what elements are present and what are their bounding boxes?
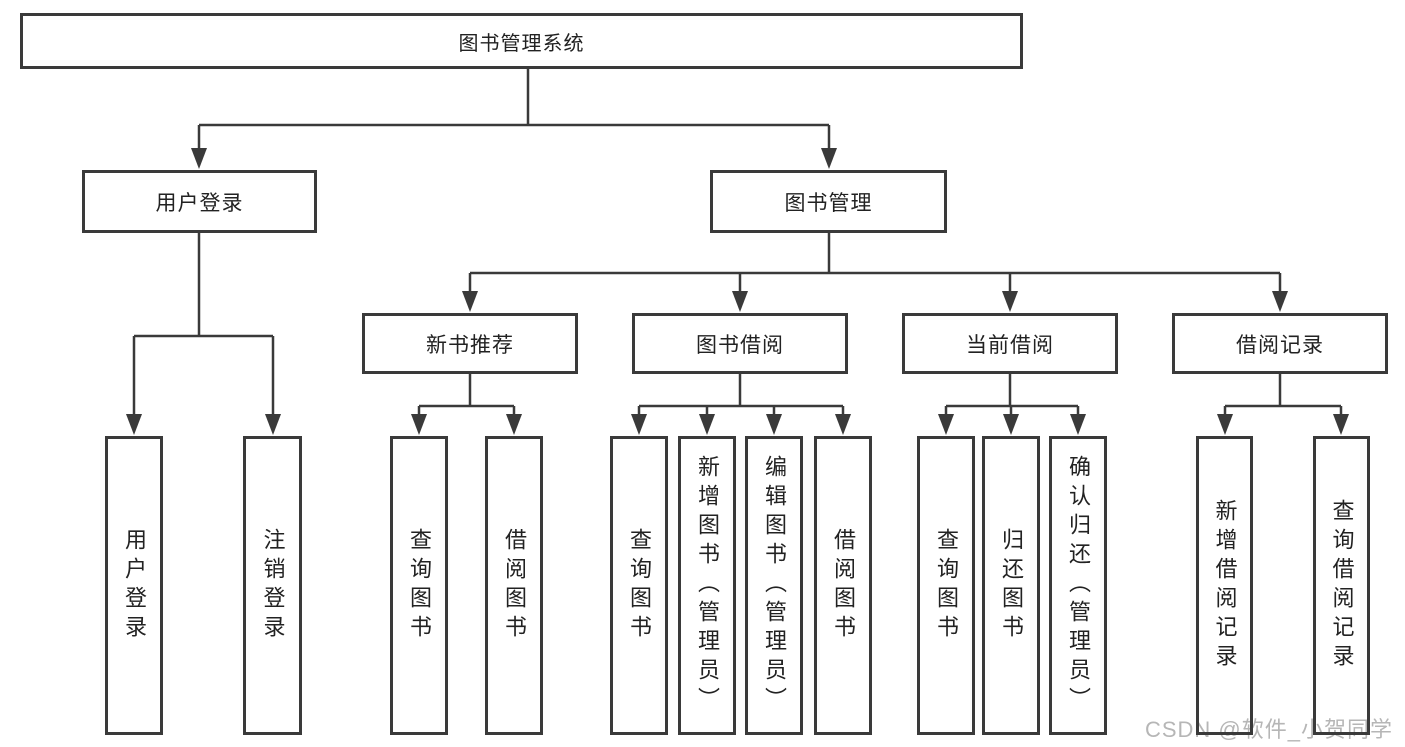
leaf-query-book-recommend: 查询图书 bbox=[390, 436, 448, 735]
leaf-logout: 注销登录 bbox=[243, 436, 302, 735]
leaf-query-borrow-record-label: 查询借阅记录 bbox=[1329, 498, 1355, 673]
leaf-return-book-label: 归还图书 bbox=[999, 527, 1024, 644]
node-book-management: 图书管理 bbox=[710, 170, 947, 233]
leaf-user-login-label: 用户登录 bbox=[122, 527, 147, 644]
leaf-edit-book-admin: 编辑图书（管理员） bbox=[745, 436, 803, 735]
connector-lines bbox=[132, 69, 1343, 418]
leaf-borrow-book-label: 借阅图书 bbox=[831, 527, 856, 644]
leaf-user-login: 用户登录 bbox=[105, 436, 163, 735]
leaf-query-book-borrowing: 查询图书 bbox=[610, 436, 668, 735]
node-book-borrowing: 图书借阅 bbox=[632, 313, 848, 374]
leaf-confirm-return-admin-label: 确认归还（管理员） bbox=[1066, 455, 1091, 716]
node-root-system: 图书管理系统 bbox=[20, 13, 1023, 69]
leaf-add-book-admin: 新增图书（管理员） bbox=[678, 436, 736, 735]
leaf-query-book-borrowing-label: 查询图书 bbox=[627, 527, 652, 644]
leaf-query-borrow-record: 查询借阅记录 bbox=[1313, 436, 1370, 735]
arrowhead-icons bbox=[126, 148, 1349, 435]
leaf-borrow-book: 借阅图书 bbox=[814, 436, 872, 735]
leaf-query-book-recommend-label: 查询图书 bbox=[407, 527, 432, 644]
leaf-query-book-current: 查询图书 bbox=[917, 436, 975, 735]
leaf-confirm-return-admin: 确认归还（管理员） bbox=[1049, 436, 1107, 735]
node-current-borrowing: 当前借阅 bbox=[902, 313, 1118, 374]
leaf-return-book: 归还图书 bbox=[982, 436, 1040, 735]
leaf-logout-label: 注销登录 bbox=[260, 527, 286, 644]
leaf-borrow-book-recommend-label: 借阅图书 bbox=[502, 527, 527, 644]
leaf-edit-book-admin-label: 编辑图书（管理员） bbox=[762, 455, 787, 716]
node-borrowing-records: 借阅记录 bbox=[1172, 313, 1388, 374]
node-new-book-recommendation: 新书推荐 bbox=[362, 313, 578, 374]
leaf-borrow-book-recommend: 借阅图书 bbox=[485, 436, 543, 735]
leaf-query-book-current-label: 查询图书 bbox=[934, 527, 959, 644]
leaf-add-book-admin-label: 新增图书（管理员） bbox=[695, 455, 720, 716]
leaf-add-borrow-record: 新增借阅记录 bbox=[1196, 436, 1253, 735]
node-user-login: 用户登录 bbox=[82, 170, 317, 233]
leaf-add-borrow-record-label: 新增借阅记录 bbox=[1212, 498, 1238, 673]
